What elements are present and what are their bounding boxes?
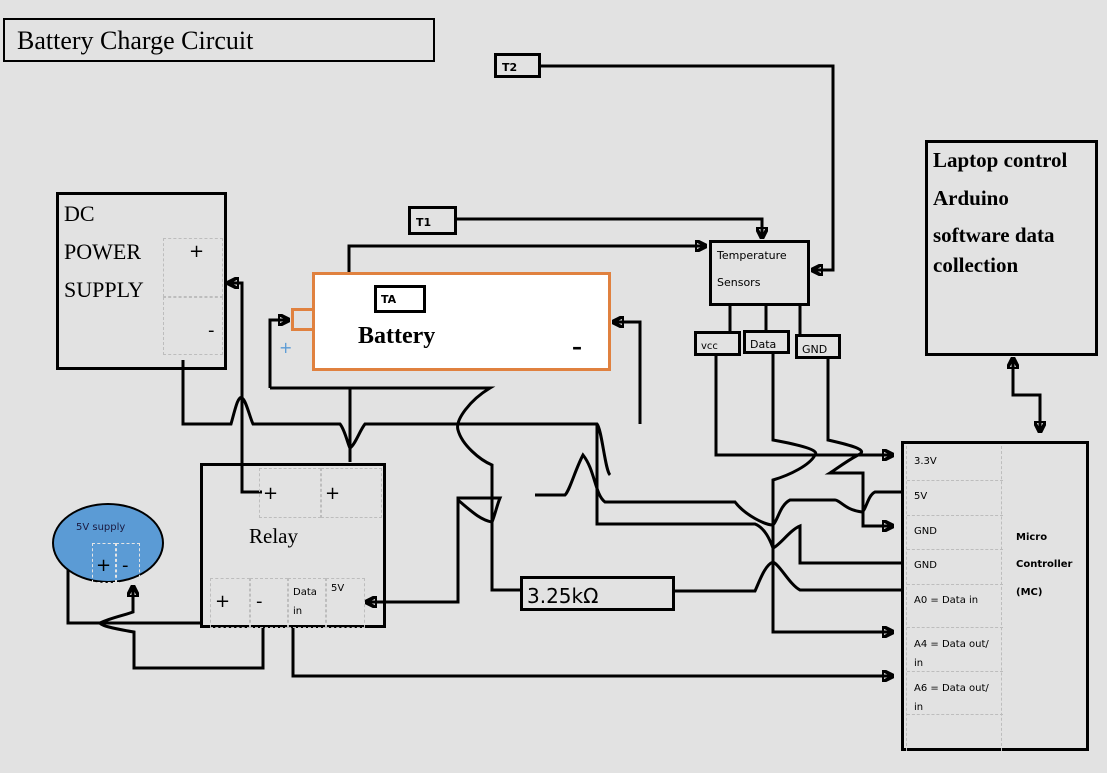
relay-top-pin-1-label: +	[263, 483, 279, 504]
mc-pin-3v3[interactable]: 3.3V	[907, 446, 1003, 481]
temperature-sensors: Temperature Sensors	[709, 240, 810, 306]
wire-dc-minus	[181, 360, 612, 477]
wire-mc-5v	[535, 452, 903, 527]
battery-sensor-tag-ta: TA	[374, 285, 426, 313]
sensor-pin-gnd-label: GND	[802, 343, 828, 356]
temperature-sensors-line-1: Temperature	[717, 249, 787, 262]
sensor-pin-vcc: vcc	[694, 331, 741, 356]
wire-vcc-to-3v3	[714, 356, 893, 455]
mc-pin-gnd-1[interactable]: GND	[907, 516, 1003, 550]
mc-pin-a4-label: A4 = Data out/ in	[914, 639, 989, 669]
relay-bottom-pin-minus[interactable]: -	[250, 578, 288, 628]
supply-5v-minus-sign: -	[122, 555, 129, 576]
laptop-line-2: Arduino	[933, 186, 1009, 210]
mc-pin-gnd-1-label: GND	[914, 526, 937, 537]
mc-pin-5v-label: 5V	[914, 491, 928, 502]
relay-bottom-pin-5v[interactable]: 5V	[326, 578, 365, 628]
mc-pin-gnd-2[interactable]: GND	[907, 550, 1003, 585]
supply-5v-minus-terminal[interactable]: -	[116, 543, 140, 583]
sensor-tag-t2: T2	[494, 53, 541, 78]
dc-minus-terminal[interactable]: -	[163, 297, 223, 355]
relay-top-pin-2[interactable]: +	[321, 468, 382, 518]
wire-relay-5v	[366, 496, 503, 602]
mc-pin-a6[interactable]: A6 = Data out/ in	[907, 672, 1003, 715]
wire-battery-minus	[613, 322, 642, 424]
battery-label: Battery	[358, 323, 436, 349]
microcontroller: 3.3V 5V GND GND A0 = Data in A4 = Data o…	[901, 441, 1089, 751]
relay-bottom-pin-plus[interactable]: +	[210, 578, 250, 628]
supply-5v: 5V supply + -	[52, 503, 164, 583]
battery-minus-sign: –	[572, 335, 582, 359]
resistor-label: 3.25kΩ	[527, 584, 599, 608]
diagram-title-box: Battery Charge Circuit	[3, 18, 435, 62]
dc-label-line-1: DC	[64, 201, 95, 226]
mc-pin-a4[interactable]: A4 = Data out/ in	[907, 628, 1003, 672]
sensor-pin-gnd: GND	[795, 334, 841, 359]
wire-t2-to-sensors	[540, 64, 835, 270]
supply-5v-plus-terminal[interactable]: +	[92, 543, 116, 583]
mc-pin-gnd-2-label: GND	[914, 560, 937, 571]
wire-laptop-mc	[1013, 358, 1040, 432]
laptop-line-3: software data	[933, 223, 1055, 247]
sensor-pin-data: Data	[743, 330, 790, 354]
wire-battery-plus	[268, 320, 289, 388]
relay-label: Relay	[249, 524, 298, 548]
dc-power-supply: DC POWER SUPPLY + -	[56, 192, 227, 370]
wire-relay-plus-to-dc	[228, 283, 262, 494]
sensor-pin-vcc-label: vcc	[701, 341, 718, 352]
relay-bottom-pin-data-in[interactable]: Data in	[288, 578, 326, 628]
dc-plus-terminal[interactable]: +	[163, 238, 223, 297]
supply-5v-plus-sign: +	[96, 555, 112, 576]
mc-title-line-3: (MC)	[1016, 587, 1043, 598]
wire-battery-minus-down	[595, 424, 903, 565]
relay: + + Relay + - Data in 5V	[200, 463, 386, 628]
mc-pin-column: 3.3V 5V GND GND A0 = Data in A4 = Data o…	[906, 446, 1003, 751]
battery-plus-sign: +	[279, 338, 293, 357]
wire-s-curve	[270, 386, 522, 592]
laptop-control-box: Laptop control Arduino software data col…	[925, 140, 1098, 356]
battery-sensor-tag-ta-label: TA	[381, 293, 397, 306]
dc-label-line-2: POWER	[64, 239, 141, 264]
relay-bottom-pin-5v-label: 5V	[331, 583, 345, 594]
dc-label-line-3: SUPPLY	[64, 277, 144, 302]
mc-title-line-1: Micro	[1016, 532, 1048, 543]
relay-top-pin-2-label: +	[325, 483, 341, 504]
relay-top-pin-1[interactable]: +	[259, 468, 321, 518]
resistor: 3.25kΩ	[520, 576, 675, 611]
laptop-line-4: collection	[933, 253, 1019, 277]
relay-bottom-pin-data-in-label: Data in	[293, 587, 317, 617]
laptop-line-1: Laptop control	[933, 148, 1068, 172]
sensor-pin-data-label: Data	[750, 338, 777, 351]
mc-pin-a0-label: A0 = Data in	[914, 595, 979, 606]
wire-data-trunk	[771, 352, 893, 632]
wire-relay-data-to-a6	[291, 626, 893, 676]
wire-gnd-to-gnd	[824, 358, 893, 526]
mc-title-line-2: Controller	[1016, 559, 1073, 570]
sensor-tag-t2-label: T2	[502, 61, 518, 74]
mc-pin-3v3-label: 3.3V	[914, 456, 937, 467]
dc-minus-sign: -	[208, 320, 215, 341]
mc-pin-a6-label: A6 = Data out/ in	[914, 683, 989, 713]
relay-bottom-pin-minus-label: -	[256, 591, 263, 612]
sensor-tag-t1-label: T1	[416, 216, 432, 229]
sensor-tag-t1: T1	[408, 206, 457, 235]
temperature-sensors-line-2: Sensors	[717, 276, 761, 289]
dc-plus-sign: +	[189, 241, 205, 262]
battery: TA Battery –	[312, 272, 611, 371]
wire-resistor-to-a0	[674, 560, 903, 593]
mc-pin-a0[interactable]: A0 = Data in	[907, 585, 1003, 628]
mc-pin-5v[interactable]: 5V	[907, 481, 1003, 516]
supply-5v-label: 5V supply	[76, 522, 126, 533]
diagram-title: Battery Charge Circuit	[17, 26, 254, 55]
wire-t1-to-sensors	[456, 217, 762, 238]
relay-bottom-pin-plus-label: +	[215, 591, 231, 612]
